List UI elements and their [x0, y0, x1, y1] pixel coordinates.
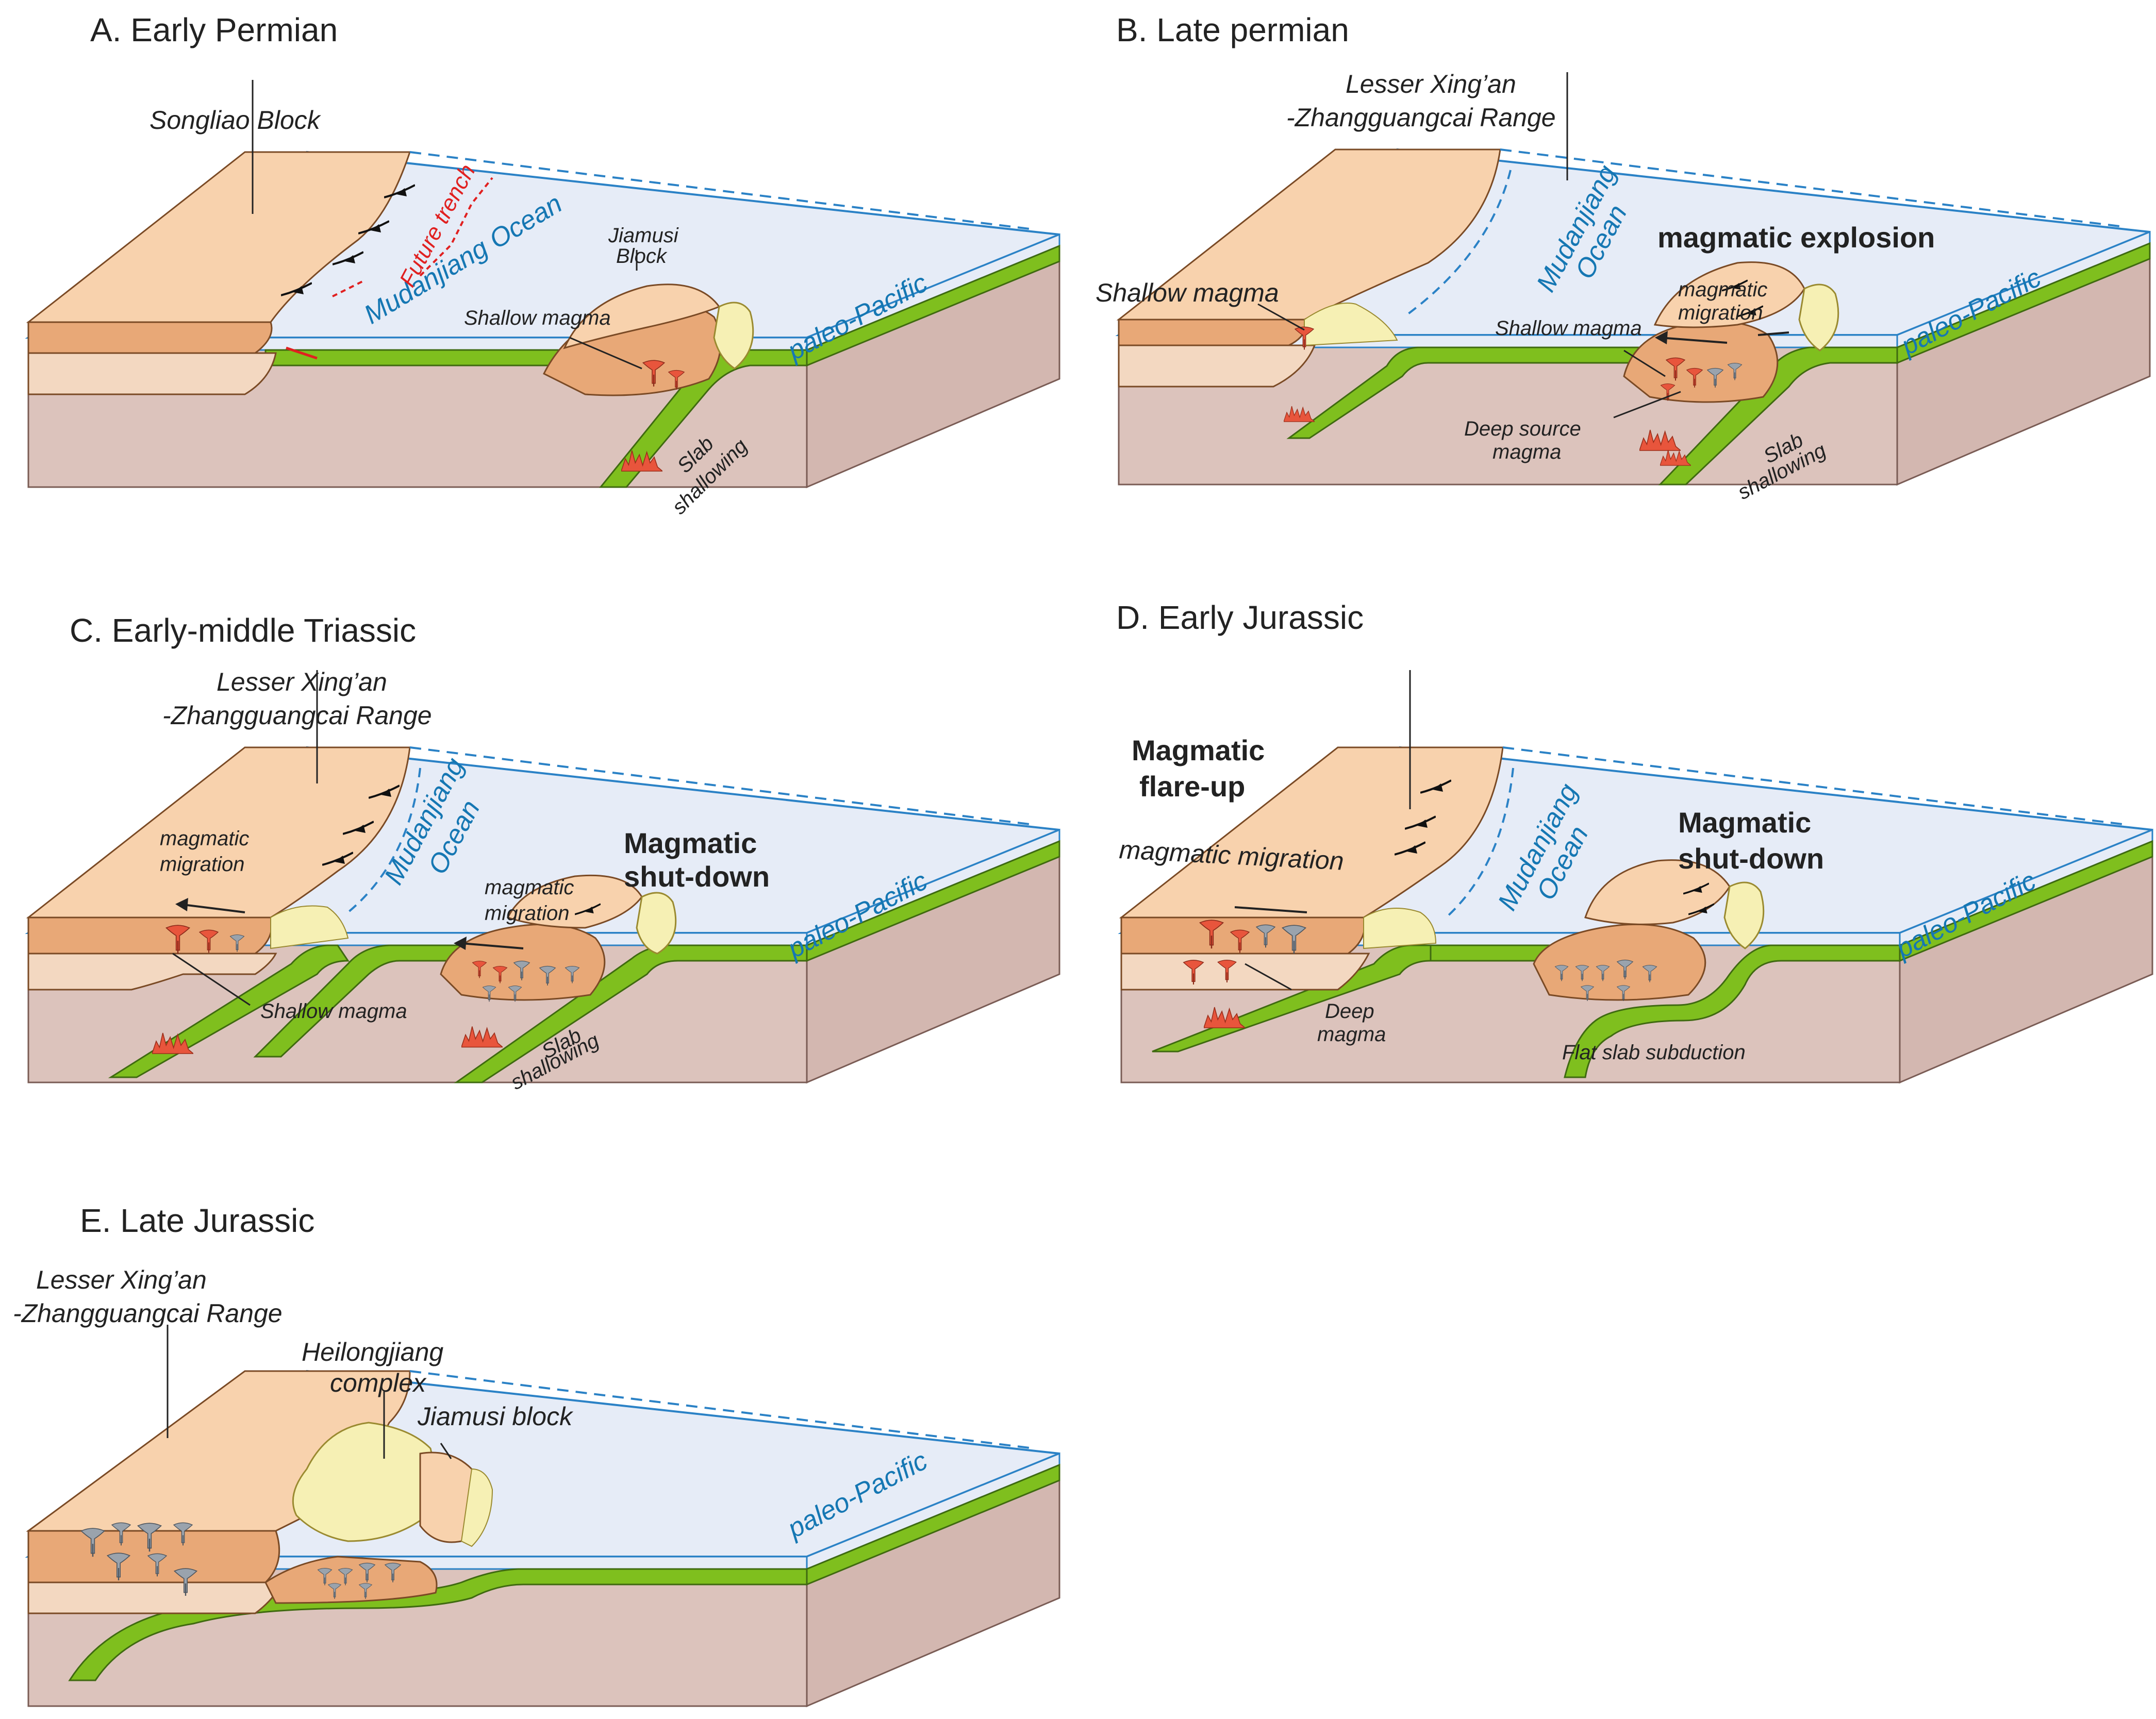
panel-a-shallow-label: Shallow magma — [464, 307, 611, 329]
panel-c-shutdown-label-1: Magmatic — [624, 827, 757, 859]
panel-e-jiamusi-label: Jiamusi block — [417, 1402, 574, 1431]
panel-c-shutdown-label-2: shut-down — [624, 860, 770, 893]
panel-b-shallow-label: Shallow magma — [1495, 317, 1642, 340]
panel-c — [26, 670, 1060, 1083]
panel-e-range-label-2: -Zhangguangcai Range — [13, 1299, 283, 1328]
panel-e — [26, 1325, 1060, 1707]
panel-c-migration-left-label-2: migration — [160, 853, 245, 876]
panel-b-deep-label-2: magma — [1492, 441, 1561, 463]
panel-b-range-label-1: Lesser Xing’an — [1346, 70, 1516, 98]
panel-b-migration-label-1: magmatic — [1678, 278, 1767, 301]
panel-a-title: A. Early Permian — [90, 11, 338, 48]
panel-c-migration-label-2: migration — [485, 902, 570, 925]
panel-c-title: C. Early-middle Triassic — [70, 612, 416, 649]
panel-b-title: B. Late permian — [1116, 11, 1349, 48]
panel-e-range-label-1: Lesser Xing’an — [36, 1265, 207, 1294]
panel-d-flare-label-1: Magmatic — [1132, 734, 1265, 766]
panel-b-explosion-label: magmatic explosion — [1657, 221, 1935, 254]
panel-a — [26, 80, 1060, 488]
panel-b-migration-label-2: migration — [1678, 302, 1763, 324]
panel-d-flare-label-2: flare-up — [1139, 770, 1245, 803]
panel-c-shallow-label: Shallow magma — [260, 1000, 407, 1023]
panel-d-shutdown-label-2: shut-down — [1678, 842, 1824, 875]
panel-d-shutdown-label-1: Magmatic — [1678, 806, 1811, 839]
panel-c-range-label-2: -Zhangguangcai Range — [162, 701, 432, 730]
panel-c-migration-label-1: magmatic — [485, 876, 574, 899]
panel-b-range-label-2: -Zhangguangcai Range — [1286, 103, 1556, 132]
panel-b-shallow-left-label: Shallow magma — [1096, 278, 1279, 307]
panel-d — [1119, 670, 2153, 1083]
panel-b — [1116, 72, 2151, 486]
panel-c-migration-left-label-1: magmatic — [160, 827, 249, 850]
panel-a-block-label: Songliao Block — [150, 106, 322, 135]
panel-c-range-label-1: Lesser Xing’an — [217, 667, 387, 696]
panel-d-flat-label: Flat slab subduction — [1562, 1041, 1746, 1064]
panel-b-deep-label-1: Deep source — [1464, 418, 1581, 440]
panel-a-block2-label-1: Jiamusi — [608, 224, 679, 247]
panel-d-deep-label-2: magma — [1317, 1023, 1386, 1046]
panel-a-block2-label-2: Block — [616, 245, 668, 268]
panel-e-complex-label-2: complex — [330, 1368, 427, 1397]
panel-d-title: D. Early Jurassic — [1116, 599, 1364, 636]
panel-e-title: E. Late Jurassic — [80, 1202, 314, 1239]
panel-d-deep-label-1: Deep — [1325, 1000, 1374, 1023]
panel-e-complex-label-1: Heilongjiang — [302, 1338, 443, 1366]
